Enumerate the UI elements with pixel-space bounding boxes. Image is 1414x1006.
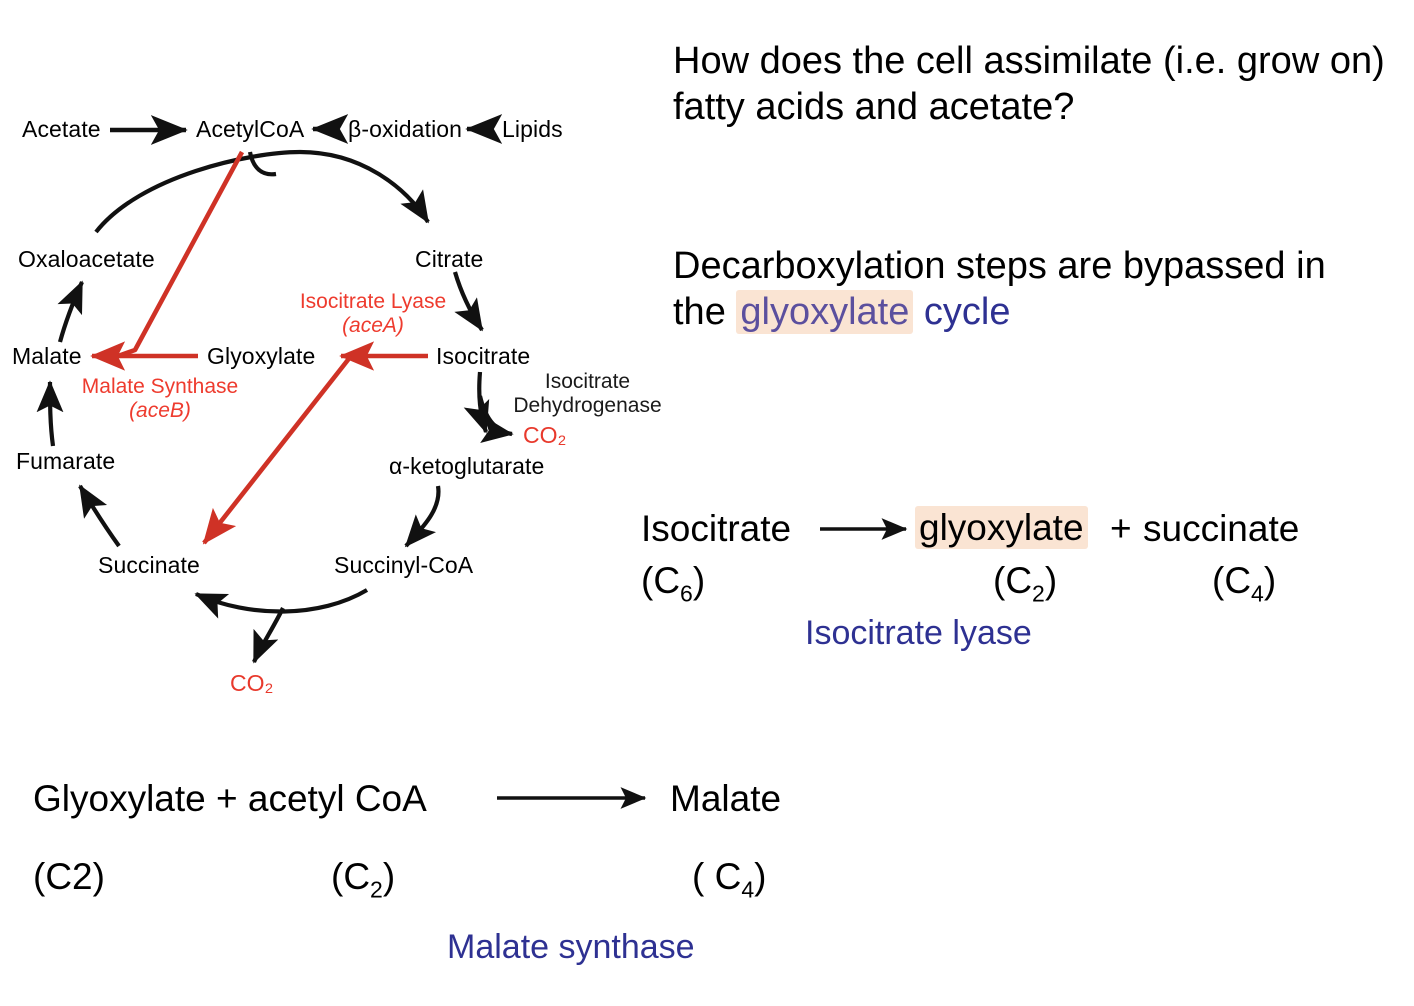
eq1-p2-c-num: 4 xyxy=(1251,580,1264,607)
node-lipids: Lipids xyxy=(502,116,563,142)
enzyme-isocitrate-lyase-gene: (aceA) xyxy=(342,313,404,337)
enzyme-label-isocitrate-lyase: Isocitrate Lyase (aceA) xyxy=(288,290,458,337)
node-succinyl-coa: Succinyl-CoA xyxy=(334,552,474,578)
node-ketoglutarate: α-ketoglutarate xyxy=(389,453,545,479)
enzyme-isocitrate-lyase-name: Isocitrate Lyase xyxy=(299,290,447,313)
arrow-malate-to-oxaloacetate xyxy=(57,280,84,343)
enzyme-malate-synthase-gene: (aceB) xyxy=(129,398,191,422)
enzyme-label-malate-synthase: Malate Synthase (aceB) xyxy=(70,375,250,422)
eq1-plus: + xyxy=(1110,508,1132,549)
node-isocitrate: Isocitrate xyxy=(436,343,531,369)
eq2-acetylcoa-carbon-count: (C2) xyxy=(331,856,395,903)
node-malate: Malate xyxy=(12,343,82,369)
arrow-oxaloacetate-to-citrate xyxy=(94,149,430,234)
eq1-product1-glyoxylate: glyoxylate xyxy=(915,506,1088,549)
arrow-citrate-to-isocitrate xyxy=(452,271,484,332)
co2-lower-label: CO₂ xyxy=(230,670,274,696)
node-acetylcoa: AcetylCoA xyxy=(196,116,305,142)
eq2-product-malate: Malate xyxy=(670,778,782,819)
eq1-product1-wrapper: glyoxylate xyxy=(915,506,1088,549)
eq2-lb-c-num: 2 xyxy=(370,876,383,903)
eq1-product2-succinate: succinate xyxy=(1143,508,1300,549)
node-citrate: Citrate xyxy=(415,246,484,272)
node-fumarate: Fumarate xyxy=(16,448,116,474)
eq1-p1-c-close: ) xyxy=(1044,560,1058,601)
enzyme-malate-synthase-name: Malate Synthase xyxy=(81,375,239,398)
eq1-p1-c: (C xyxy=(993,560,1033,601)
node-beta-oxidation: β-oxidation xyxy=(348,116,463,142)
eq2-enzyme-label: Malate synthase xyxy=(447,928,695,966)
statement-line2-suffix: cycle xyxy=(913,291,1011,334)
eq2-r-c: ( C xyxy=(692,856,742,897)
eq1-left-c: (C xyxy=(641,560,681,601)
eq2-left-reactants: Glyoxylate + acetyl CoA xyxy=(33,778,427,819)
arrow-isocitrate-to-ketoglutarate xyxy=(463,371,490,434)
node-succinate: Succinate xyxy=(98,552,200,578)
arrow-succinylcoa-to-succinate xyxy=(194,588,369,619)
eq2-malate-carbon-count: ( C4) xyxy=(692,856,766,903)
eq1-product1-carbon-count: (C2) xyxy=(993,560,1057,607)
statement-text: Decarboxylation steps are bypassed in th… xyxy=(673,243,1395,336)
eq1-left-c-num: 6 xyxy=(680,580,693,607)
eq2-lb-c-close: ) xyxy=(382,856,396,897)
arrow-succinylcoa-to-co2 xyxy=(252,607,285,664)
node-oxaloacetate: Oxaloacetate xyxy=(18,246,155,272)
enzyme-label-isocitrate-dehydrogenase: Isocitrate Dehydrogenase xyxy=(500,370,675,417)
statement-line2-prefix: the xyxy=(673,291,737,334)
eq1-left-carbon-count: (C6) xyxy=(641,560,705,607)
eq1-enzyme-label: Isocitrate lyase xyxy=(805,614,1032,652)
co2-upper-label: CO₂ xyxy=(523,422,567,448)
eq1-p2-c-close: ) xyxy=(1263,560,1277,601)
enzyme-isocitrate-dehydrogenase-line1: Isocitrate xyxy=(544,370,631,393)
node-co2-succinyl-coa: CO₂ xyxy=(230,672,273,695)
node-glyoxylate: Glyoxylate xyxy=(207,343,316,369)
arrow-ketoglutarate-to-succinylcoa xyxy=(404,485,441,548)
arrow-fumarate-to-malate xyxy=(36,380,64,447)
eq2-lb-c: (C xyxy=(331,856,371,897)
node-co2-isocitrate-dehydrogenase: CO₂ xyxy=(523,424,566,447)
eq2-glyoxylate-carbon-count: (C2) xyxy=(33,856,105,897)
eq1-p2-c: (C xyxy=(1212,560,1252,601)
eq1-left-reactant: Isocitrate xyxy=(641,508,792,549)
eq1-p1-c-num: 2 xyxy=(1032,580,1045,607)
eq1-left-c-close: ) xyxy=(692,560,706,601)
enzyme-isocitrate-dehydrogenase-line2: Dehydrogenase xyxy=(513,393,662,417)
eq1-product2-carbon-count: (C4) xyxy=(1212,560,1276,607)
statement-highlight-glyoxylate: glyoxylate xyxy=(736,290,914,335)
question-text: How does the cell assimilate (i.e. grow … xyxy=(673,40,1385,129)
node-acetate: Acetate xyxy=(22,116,101,142)
statement-line1: Decarboxylation steps are bypassed in xyxy=(673,245,1326,287)
eq2-r-c-close: ) xyxy=(754,856,767,897)
arrow-acetylcoa-into-arc xyxy=(247,151,277,177)
arrow-succinate-to-fumarate xyxy=(78,484,121,548)
eq2-r-c-num: 4 xyxy=(741,876,755,903)
